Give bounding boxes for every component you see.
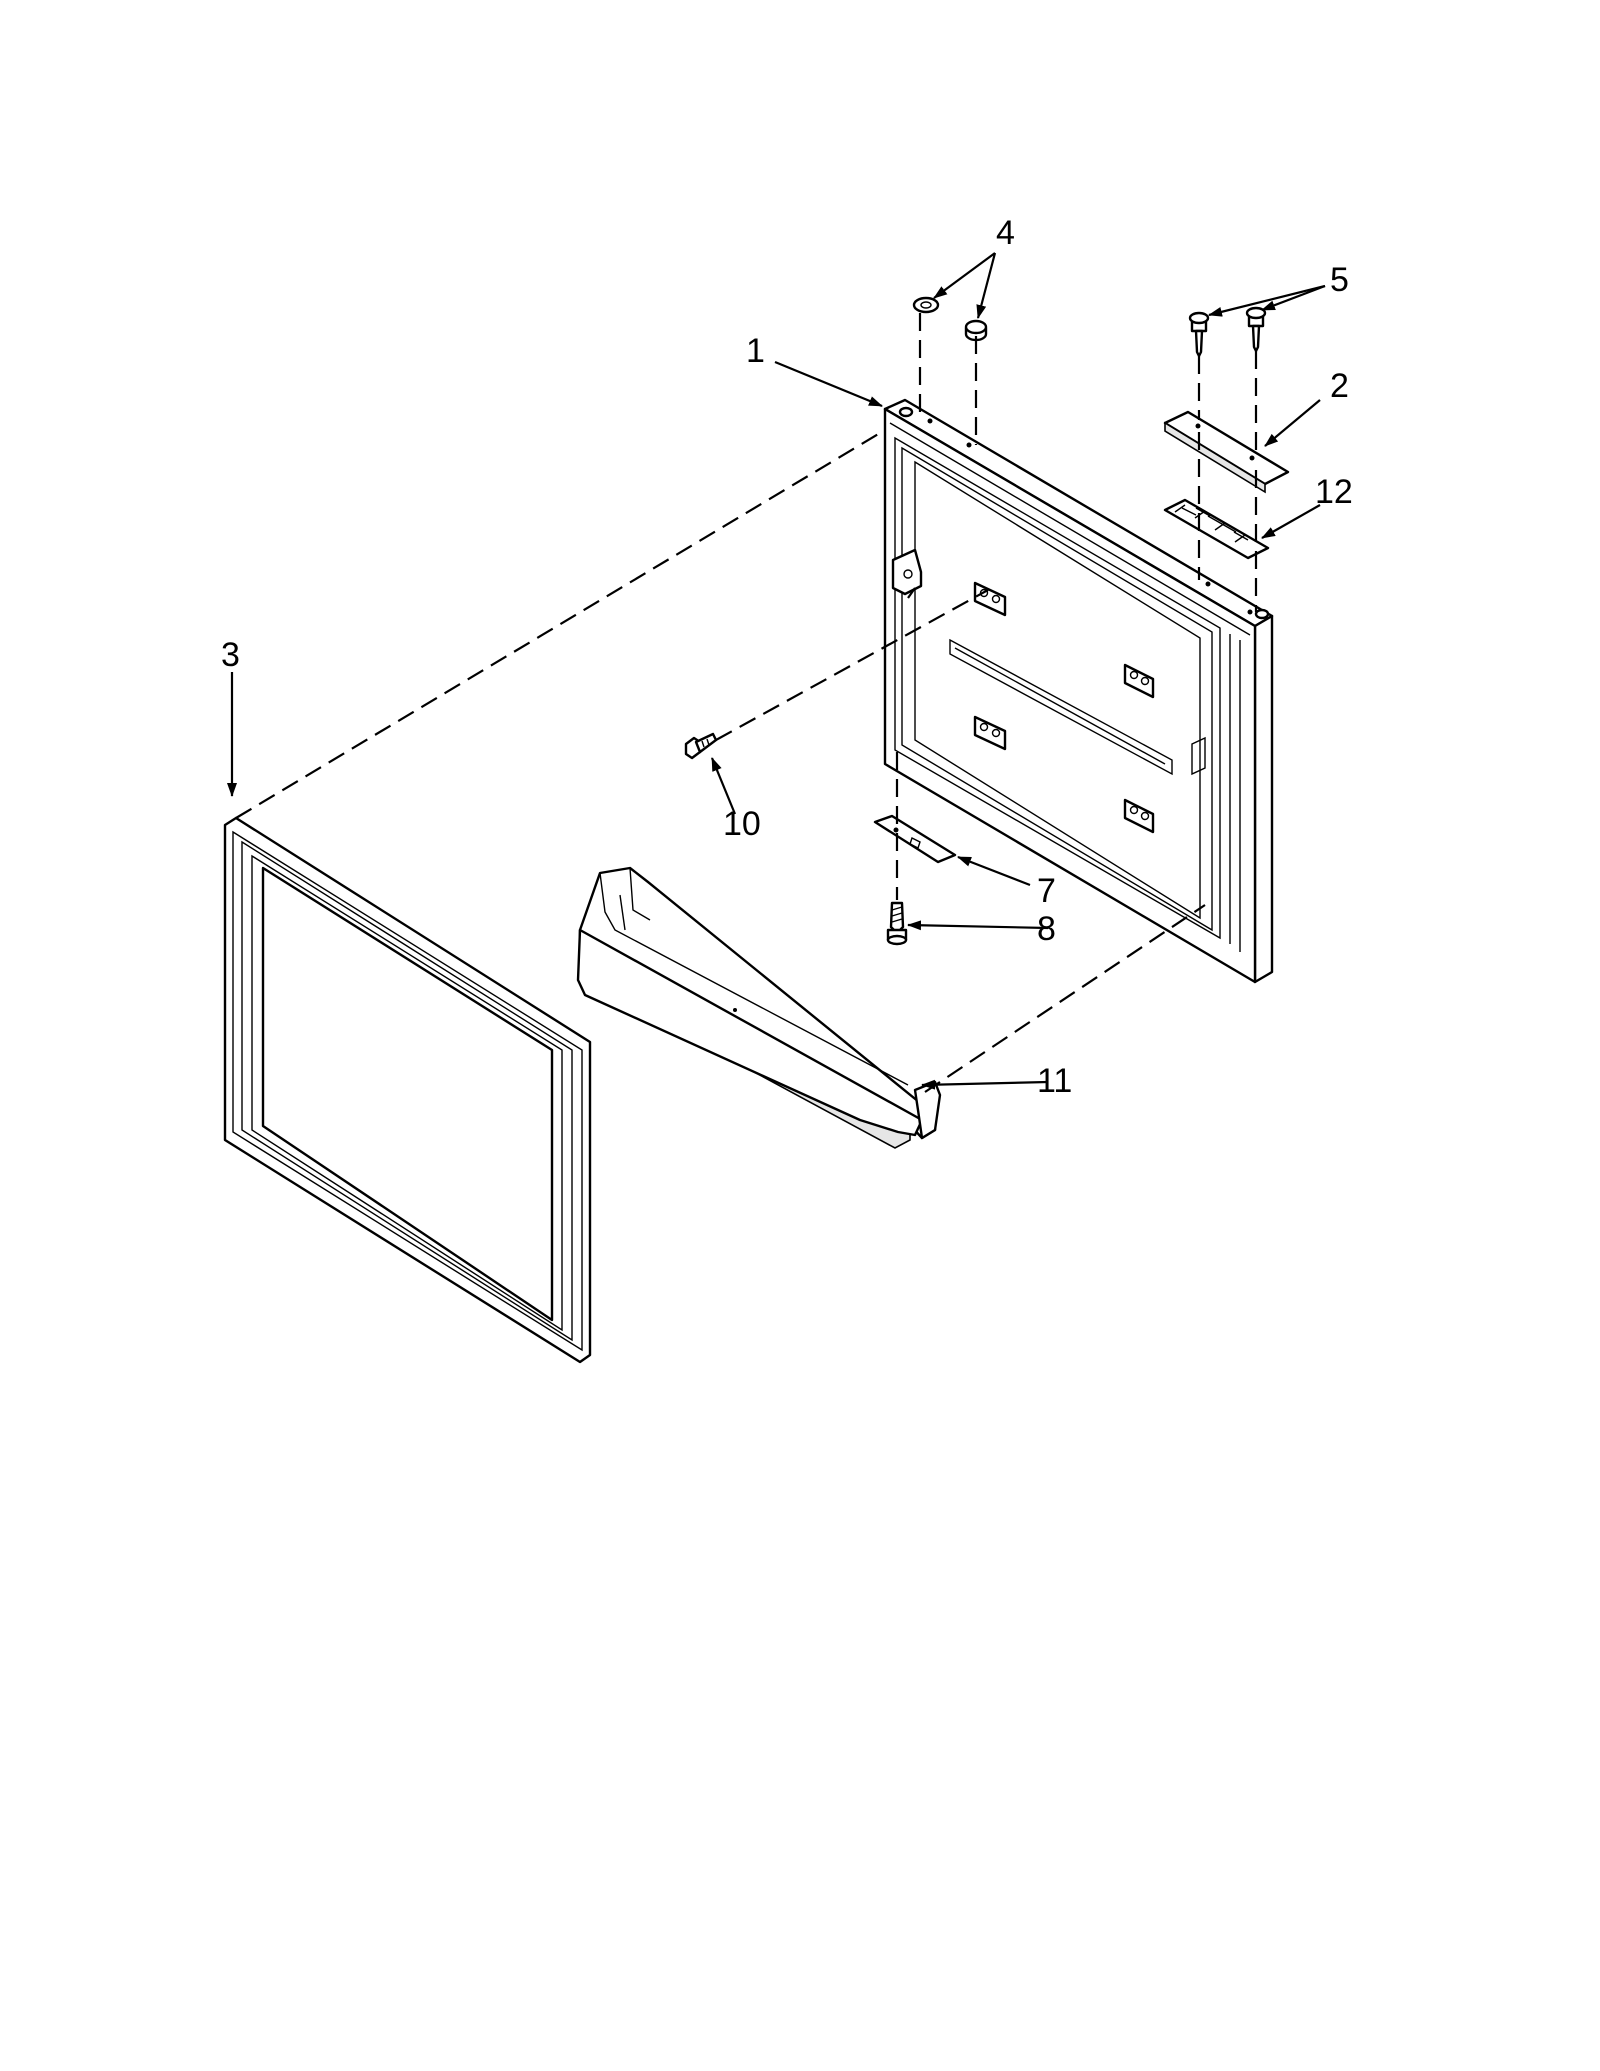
bin-bracket [873,814,957,864]
callout-11: 11 [1037,1062,1072,1100]
callout-4: 4 [996,214,1015,252]
callout-10: 10 [723,805,761,843]
callout-3: 3 [221,636,240,674]
callout-leaders [227,252,1326,1090]
hinge-cover [1163,410,1290,494]
callout-8: 8 [1037,910,1056,948]
bracket-screw [886,901,908,946]
hinge-hole-plugs [912,296,988,342]
callout-7: 7 [1037,872,1056,910]
callout-2: 2 [1330,367,1349,405]
door-gasket [223,816,592,1364]
assembly-lines [235,313,1258,1093]
hinge-spacer [1163,498,1270,560]
freezer-door [883,398,1274,984]
hinge-screws [1188,306,1267,358]
callout-1: 1 [746,332,765,370]
callout-12: 12 [1315,473,1353,511]
bin-screw [684,732,718,760]
door-bin [576,866,942,1149]
callout-5: 5 [1330,261,1349,299]
callout-labels: 1 2 3 4 5 7 8 10 11 12 [221,214,1353,1100]
